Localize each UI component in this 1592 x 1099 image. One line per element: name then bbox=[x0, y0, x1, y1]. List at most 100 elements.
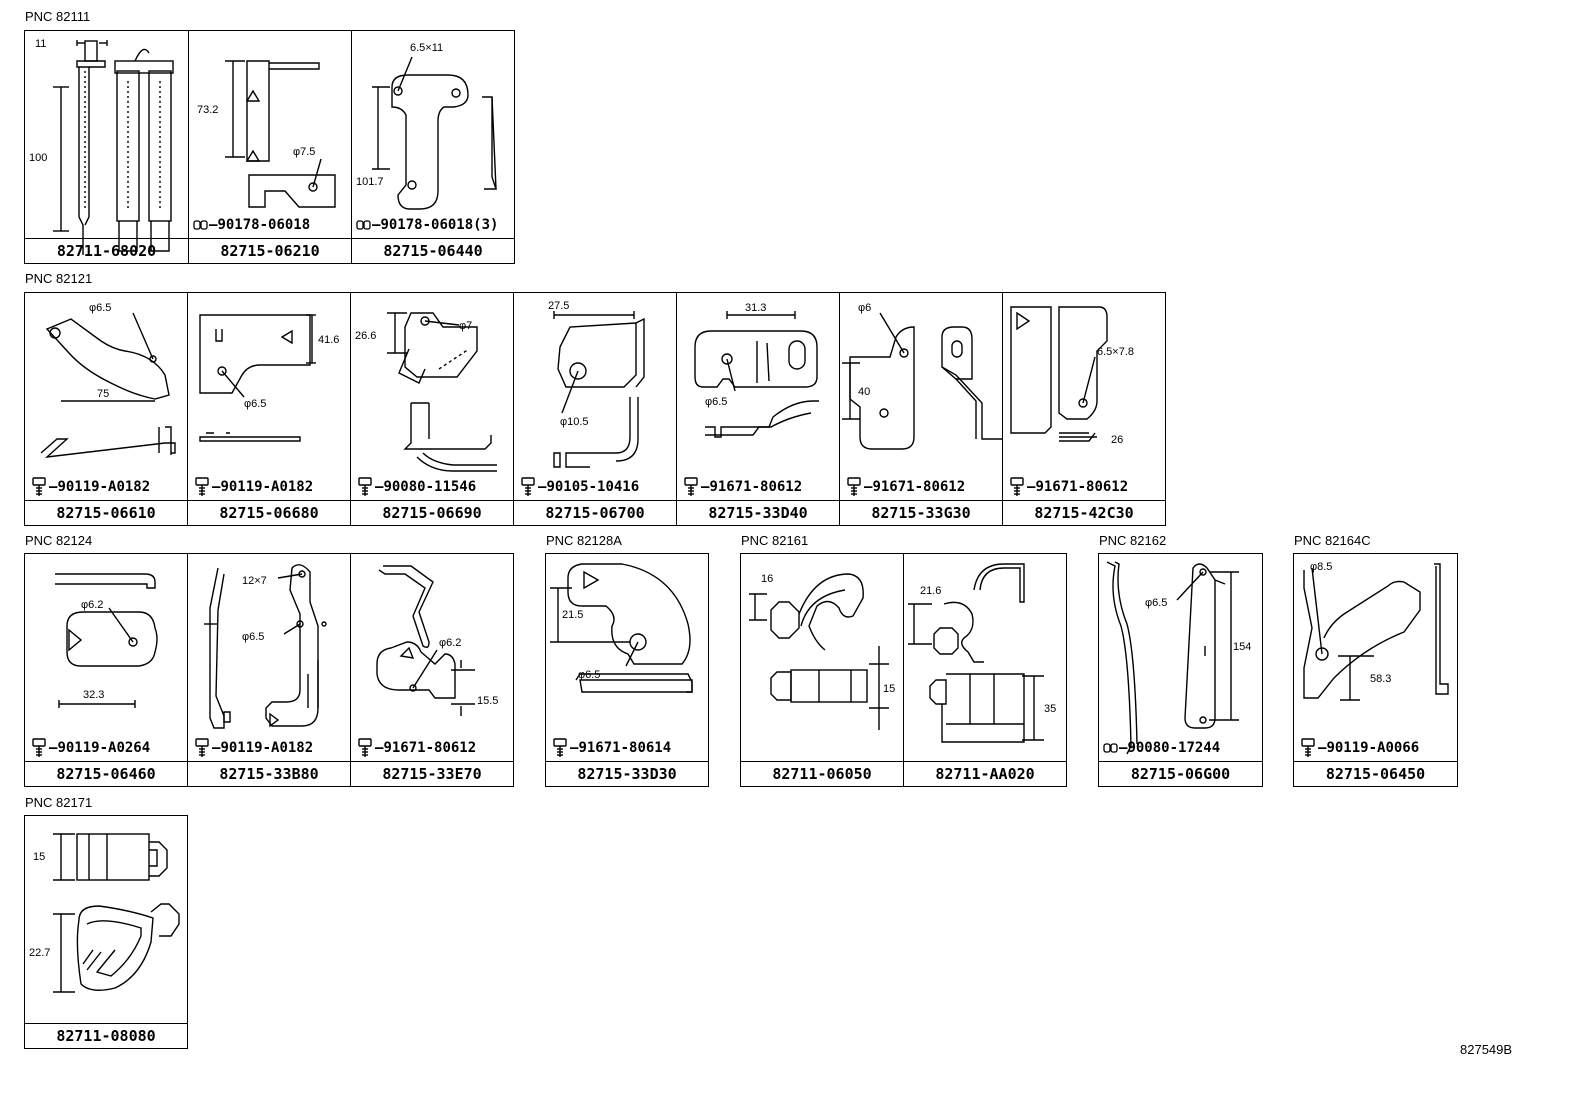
nut-icon bbox=[1103, 743, 1118, 753]
bolt-icon bbox=[553, 738, 567, 757]
dim-label: 26 bbox=[1111, 434, 1123, 446]
bolt-icon bbox=[358, 738, 372, 757]
part-number[interactable]: 82711-AA020 bbox=[904, 761, 1066, 786]
part-cell-82715-33D40[interactable]: 31.3 φ6.5 —91671-80612 82715-33D40 bbox=[676, 292, 840, 526]
hardware-row: —90119-A0182 bbox=[192, 738, 348, 758]
bracket-drawing: φ8.5 58.3 bbox=[1303, 561, 1449, 701]
hardware-row: —90119-A0066 bbox=[1298, 738, 1455, 758]
part-number[interactable]: 82715-33B80 bbox=[188, 761, 350, 786]
dim-label: 11 bbox=[35, 38, 46, 50]
part-cell-82715-06690[interactable]: 26.6 φ7 —90080-11546 82715-06690 bbox=[350, 292, 514, 526]
dim-label: 58.3 bbox=[1370, 673, 1391, 685]
part-number[interactable]: 82715-06440 bbox=[352, 238, 514, 263]
part-cell-82711-08080[interactable]: 15 22.7 82711-08080 bbox=[24, 815, 188, 1049]
part-cell-82711-68020[interactable]: 11 100 82711-68020 bbox=[24, 30, 189, 264]
bracket-drawing: 6.5×11 101.7 bbox=[356, 42, 497, 210]
dim-label: 6.5×7.8 bbox=[1097, 346, 1134, 358]
hardware-part-number[interactable]: 91671-80612 bbox=[872, 479, 966, 495]
dim-label: 35 bbox=[1044, 703, 1056, 715]
part-number[interactable]: 82715-06690 bbox=[351, 500, 513, 525]
part-number[interactable]: 82711-06050 bbox=[741, 761, 903, 786]
part-cell-82715-33B80[interactable]: 12×7 φ6.5 —90119-A0182 82715-33B80 bbox=[187, 553, 351, 787]
bolt-icon bbox=[358, 477, 372, 496]
part-number[interactable]: 82715-06210 bbox=[189, 238, 351, 263]
dim-label: 22.7 bbox=[29, 947, 50, 959]
dim-label: φ6.5 bbox=[705, 396, 727, 408]
hardware-row: —91671-80612 bbox=[1007, 477, 1163, 497]
hardware-part-number[interactable]: 91671-80612 bbox=[1035, 479, 1129, 495]
bracket-drawing: 21.5 φ6.5 bbox=[550, 563, 693, 693]
part-number[interactable]: 82715-06700 bbox=[514, 500, 676, 525]
hardware-part-number[interactable]: 90119-A0066 bbox=[1326, 740, 1420, 756]
dim-label: 21.5 bbox=[562, 609, 583, 621]
hardware-part-number[interactable]: 90105-10416 bbox=[546, 479, 640, 495]
bracket-drawing: 26.6 φ7 bbox=[355, 312, 497, 472]
hardware-row: —90178-06018(3) bbox=[356, 215, 512, 235]
bracket-drawing: 31.3 φ6.5 bbox=[694, 302, 819, 438]
part-cell-82715-33G30[interactable]: φ6 40 —91671-80612 82715-33G30 bbox=[839, 292, 1003, 526]
part-number[interactable]: 82711-68020 bbox=[25, 238, 188, 263]
pnc-label-82161: PNC 82161 bbox=[741, 533, 809, 548]
bracket-drawing: 12×7 φ6.5 bbox=[204, 564, 327, 729]
illustration-ref-number: 827549B bbox=[1460, 1042, 1513, 1057]
hardware-part-number[interactable]: 90119-A0264 bbox=[57, 740, 151, 756]
part-number[interactable]: 82715-33D40 bbox=[677, 500, 839, 525]
hardware-part-number[interactable]: 90080-11546 bbox=[383, 479, 477, 495]
part-number[interactable]: 82715-33D30 bbox=[546, 761, 708, 786]
dim-label: φ6.5 bbox=[244, 398, 266, 410]
bolt-icon bbox=[521, 477, 535, 496]
part-number[interactable]: 82715-06G00 bbox=[1099, 761, 1262, 786]
part-cell-82715-33D30[interactable]: 21.5 φ6.5 —91671-80614 82715-33D30 bbox=[545, 553, 709, 787]
part-cell-82715-06700[interactable]: 27.5 φ10.5 —90105-10416 82715-06700 bbox=[513, 292, 677, 526]
hardware-row: —91671-80614 bbox=[550, 738, 706, 758]
dim-label: φ8.5 bbox=[1310, 561, 1332, 573]
hardware-part-number[interactable]: 90178-06018(3) bbox=[380, 217, 499, 233]
hardware-row: —90080-17244 bbox=[1103, 738, 1260, 758]
part-number[interactable]: 82715-06450 bbox=[1294, 761, 1457, 786]
part-number[interactable]: 82711-08080 bbox=[25, 1023, 187, 1048]
hardware-part-number[interactable]: 90119-A0182 bbox=[220, 479, 314, 495]
part-cell-82715-33E70[interactable]: φ6.2 15.5 —91671-80612 82715-33E70 bbox=[350, 553, 514, 787]
pnc-label-82124: PNC 82124 bbox=[25, 533, 93, 548]
hardware-part-number[interactable]: 90119-A0182 bbox=[57, 479, 151, 495]
hardware-part-number[interactable]: 90178-06018 bbox=[217, 217, 311, 233]
part-cell-82715-06210[interactable]: 73.2 φ7.5 —90178-06018 82715-06210 bbox=[188, 30, 352, 264]
part-number[interactable]: 82715-33E70 bbox=[351, 761, 513, 786]
part-cell-82715-06440[interactable]: 6.5×11 101.7 —90178-06018(3) 82715-06440 bbox=[351, 30, 515, 264]
hardware-part-number[interactable]: 90080-17244 bbox=[1127, 740, 1221, 756]
part-number[interactable]: 82715-42C30 bbox=[1003, 500, 1165, 525]
dim-label: 100 bbox=[29, 152, 47, 164]
dim-label: φ6.5 bbox=[89, 302, 111, 314]
dim-label: 21.6 bbox=[920, 585, 941, 597]
dim-label: φ6.5 bbox=[578, 669, 600, 681]
part-cell-82715-06610[interactable]: φ6.5 75 —90119-A0182 82715-06610 bbox=[24, 292, 188, 526]
part-cell-82715-06680[interactable]: 41.6 φ6.5 —90119-A0182 82715-06680 bbox=[187, 292, 351, 526]
dim-label: 101.7 bbox=[356, 176, 384, 188]
bracket-drawing: 27.5 φ10.5 bbox=[548, 300, 645, 468]
pnc-label-82164c: PNC 82164C bbox=[1294, 533, 1371, 548]
bracket-drawing: 41.6 φ6.5 bbox=[199, 314, 339, 442]
hardware-part-number[interactable]: 90119-A0182 bbox=[220, 740, 314, 756]
dim-label: φ7.5 bbox=[293, 146, 315, 158]
part-number[interactable]: 82715-06680 bbox=[188, 500, 350, 525]
hardware-part-number[interactable]: 91671-80612 bbox=[709, 479, 803, 495]
part-number[interactable]: 82715-06610 bbox=[25, 500, 187, 525]
part-cell-82711-06050[interactable]: 16 15 82711-06050 bbox=[740, 553, 904, 787]
bolt-icon bbox=[195, 738, 209, 757]
dim-label: φ6 bbox=[858, 302, 871, 314]
part-cell-82715-06G00[interactable]: φ6.5 154 —90080-17244 82715-06G00 bbox=[1098, 553, 1263, 787]
part-cell-82715-42C30[interactable]: 6.5×7.8 26 —91671-80612 82715-42C30 bbox=[1002, 292, 1166, 526]
hardware-part-number[interactable]: 91671-80612 bbox=[383, 740, 477, 756]
part-number[interactable]: 82715-33G30 bbox=[840, 500, 1002, 525]
bolt-icon bbox=[847, 477, 861, 496]
pnc-label-82121: PNC 82121 bbox=[25, 271, 93, 286]
hardware-row: —91671-80612 bbox=[355, 738, 511, 758]
pnc-label-82162: PNC 82162 bbox=[1099, 533, 1167, 548]
hardware-part-number[interactable]: 91671-80614 bbox=[578, 740, 672, 756]
part-number[interactable]: 82715-06460 bbox=[25, 761, 187, 786]
part-cell-82715-06450[interactable]: φ8.5 58.3 —90119-A0066 82715-06450 bbox=[1293, 553, 1458, 787]
part-cell-82715-06460[interactable]: φ6.2 32.3 —90119-A0264 82715-06460 bbox=[24, 553, 188, 787]
hardware-row: —90178-06018 bbox=[193, 215, 349, 235]
hardware-row: —90080-11546 bbox=[355, 477, 511, 497]
part-cell-82711-AA020[interactable]: 21.6 35 82711-AA020 bbox=[903, 553, 1067, 787]
